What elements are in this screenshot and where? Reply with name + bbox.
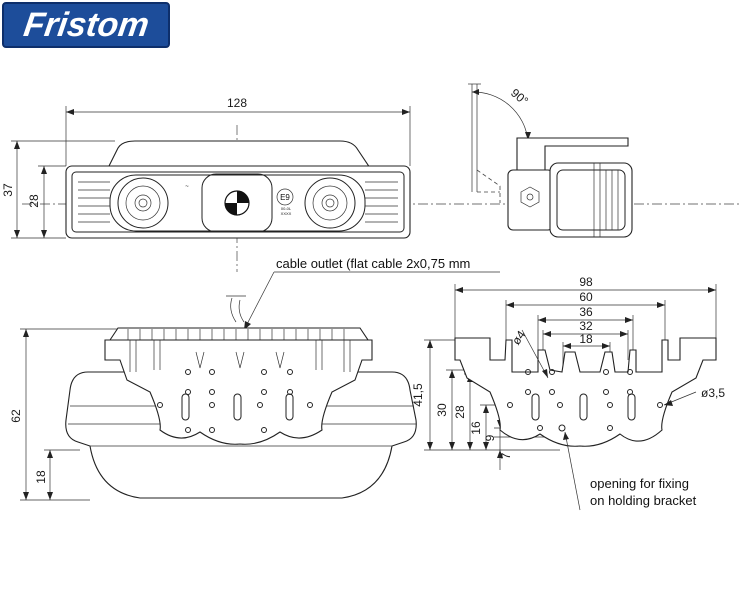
bracket-width-18: 18 (579, 332, 593, 346)
side-view: 90° (468, 83, 633, 238)
approval-code: 00-0L (281, 206, 292, 211)
hole-large-dia: ø3,5 (701, 386, 725, 400)
bracket-height-7: 7 (499, 452, 513, 459)
bracket-height-28: 28 (453, 405, 467, 419)
brand-logo: Fristom (2, 2, 170, 48)
fixing-note-line-2: on holding bracket (590, 493, 697, 508)
fixing-callout: opening for fixing on holding bracket (563, 431, 697, 511)
bracket-height-30: 30 (435, 403, 449, 417)
bracket-width-32: 32 (579, 319, 593, 333)
front-height-outer-dim: 37 (1, 183, 15, 197)
bracket-view: 98 60 36 32 18 41,5 30 28 (411, 275, 725, 470)
bracket-width-98: 98 (579, 275, 593, 289)
bottom-height-dim: 62 (9, 409, 23, 423)
bracket-height-9: 9 (483, 434, 497, 441)
bracket-height-16: 16 (469, 421, 483, 435)
fixing-note-line-1: opening for fixing (590, 476, 689, 491)
approval-serial: XXXX (281, 211, 292, 216)
bracket-height-41-5: 41,5 (411, 383, 425, 407)
bracket-width-36: 36 (579, 305, 593, 319)
front-width-dim: 128 (227, 96, 247, 110)
bottom-lower-dim: 18 (34, 470, 48, 484)
front-height-inner-dim: 28 (27, 194, 41, 208)
bracket-width-60: 60 (579, 290, 593, 304)
cable-callout: cable outlet (flat cable 2x0,75 mm (226, 256, 500, 331)
approval-mark: E9 (280, 193, 290, 202)
cable-outlet-note: cable outlet (flat cable 2x0,75 mm (276, 256, 470, 271)
bottom-view: 62 18 (9, 327, 417, 501)
svg-text:~: ~ (185, 184, 189, 190)
side-angle-dim: 90° (508, 86, 531, 109)
